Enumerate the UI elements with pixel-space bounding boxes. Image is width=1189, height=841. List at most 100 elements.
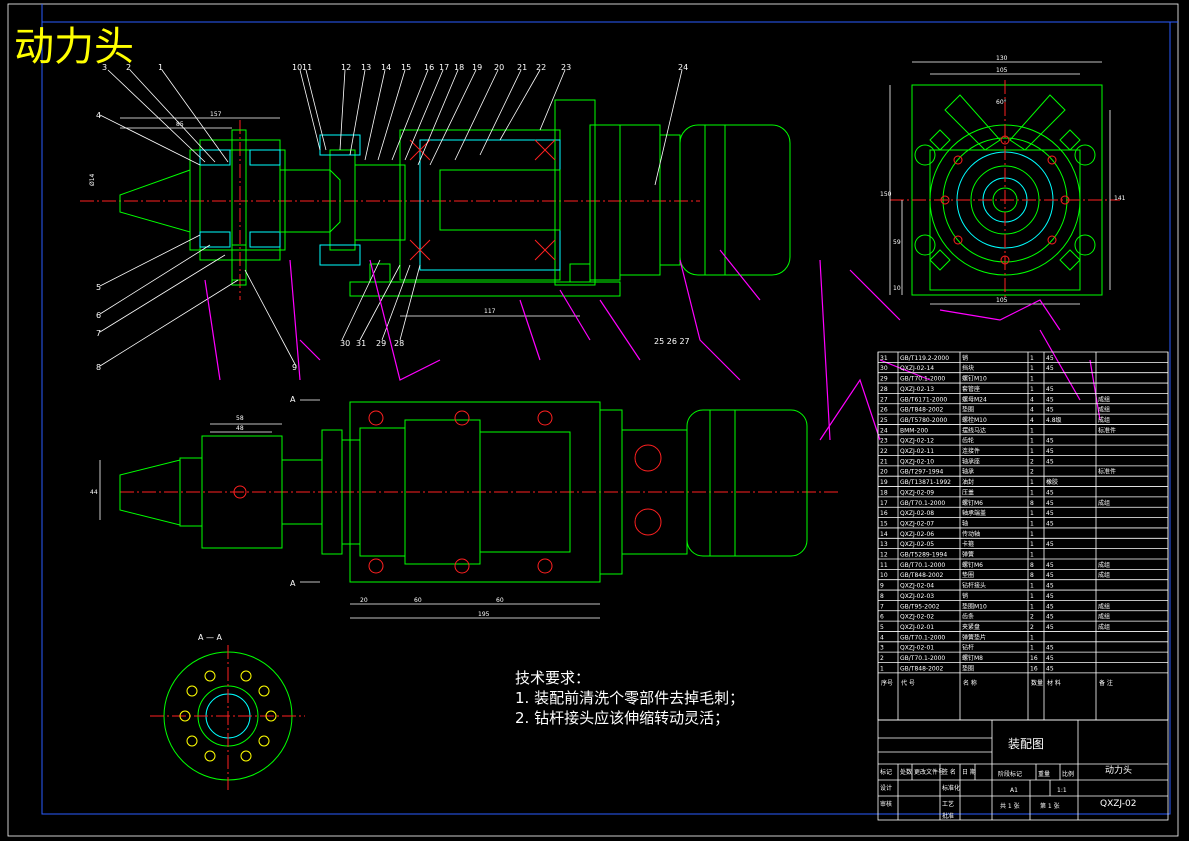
- bom-cell-name: 摆线马达: [962, 426, 986, 434]
- balloon-10: 10: [292, 63, 302, 72]
- balloon-19: 19: [472, 63, 482, 72]
- bom-cell-mat: 45: [1046, 510, 1054, 517]
- bom-cell-name: 螺母M24: [962, 395, 987, 403]
- bom-cell-no: 27: [880, 396, 888, 403]
- bom-cell-code: QXZJ-02-05: [900, 541, 934, 548]
- bom-cell-no: 7: [880, 603, 884, 610]
- balloon-25-26-27: 25 26 27: [654, 337, 690, 346]
- dim-48: 48: [236, 425, 244, 432]
- bom-cell-qty: 4: [1030, 407, 1034, 414]
- dim-150: 150: [880, 191, 892, 198]
- bom-cell-mat: 45: [1046, 355, 1054, 362]
- tech-heading: 技术要求：: [515, 669, 590, 687]
- balloon-28: 28: [394, 339, 404, 348]
- bom-cell-mat: 45: [1046, 593, 1054, 600]
- bom-cell-name: 销: [962, 354, 968, 362]
- bom-cell-mat: 45: [1046, 489, 1054, 496]
- drawing-code: QXZJ-02: [1100, 799, 1136, 809]
- bom-cell-code: QXZJ-02-02: [900, 614, 934, 621]
- sheet-number: 第 1 张: [1040, 802, 1060, 810]
- bom-cell-code: QXZJ-02-14: [900, 365, 934, 372]
- bom-cell-qty: 1: [1030, 510, 1034, 517]
- bom-cell-qty: 1: [1030, 365, 1034, 372]
- dim-105-bottom: 105: [996, 297, 1008, 304]
- page-title: 动力头: [14, 24, 134, 70]
- bom-cell-qty: 2: [1030, 614, 1034, 621]
- bom-cell-name: 夹紧盘: [962, 623, 980, 631]
- bom-cell-no: 29: [880, 376, 888, 383]
- bom-cell-note: 标准件: [1098, 468, 1116, 476]
- bom-cell-mat: 4.8级: [1046, 416, 1062, 424]
- tb-design: 设计: [880, 784, 892, 792]
- bom-cell-no: 12: [880, 552, 888, 559]
- section-mark-bottom: A: [290, 579, 296, 588]
- dim-phi: Ø14: [89, 173, 96, 186]
- tb-weight: 重量: [1038, 770, 1050, 778]
- bom-cell-name: 油封: [962, 478, 974, 486]
- balloon-12: 12: [341, 63, 351, 72]
- bom-header-mat: 材 料: [1047, 679, 1061, 687]
- bom-header-note: 备 注: [1099, 679, 1113, 687]
- section-aa-view: [150, 645, 305, 790]
- bom-cell-mat: 45: [1046, 614, 1054, 621]
- bom-cell-note: 成组: [1098, 499, 1110, 507]
- bom-cell-name: 钻杆: [962, 644, 974, 652]
- bom-cell-no: 6: [880, 614, 884, 621]
- part-name: 动力头: [1105, 764, 1132, 776]
- bom-cell-name: 垫圈: [962, 571, 974, 579]
- bom-cell-name: 垫圈M10: [962, 602, 987, 610]
- bom-cell-no: 18: [880, 489, 888, 496]
- bom-cell-mat: 橡胶: [1046, 478, 1058, 486]
- bom-cell-mat: 45: [1046, 520, 1054, 527]
- bom-cell-no: 8: [880, 593, 884, 600]
- bom-cell-code: QXZJ-02-01: [900, 624, 934, 631]
- balloon-4: 4: [96, 111, 101, 120]
- bom-cell-qty: 1: [1030, 603, 1034, 610]
- bom-cell-qty: 8: [1030, 572, 1034, 579]
- bom-cell-code: GB/T70.1-2000: [900, 562, 945, 569]
- bom-cell-note: 成组: [1098, 571, 1110, 579]
- scale-value: 1:1: [1057, 787, 1067, 794]
- balloon-7: 7: [96, 329, 101, 338]
- bom-cell-code: QXZJ-02-10: [900, 458, 934, 465]
- bom-cell-no: 10: [880, 572, 888, 579]
- dim-157: 157: [210, 111, 222, 118]
- bom-cell-name: 压盖: [962, 488, 974, 496]
- dim-195: 195: [478, 611, 490, 618]
- balloon-23: 23: [561, 63, 571, 72]
- balloon-8: 8: [96, 363, 101, 372]
- bom-cell-no: 9: [880, 583, 884, 590]
- bom-cell-name: 轴承座: [962, 457, 980, 465]
- bom-cell-code: GB/T848-2002: [900, 572, 944, 579]
- bom-cell-name: 轴承端盖: [962, 509, 986, 517]
- bom-cell-qty: 1: [1030, 583, 1034, 590]
- bom-cell-code: GB/T848-2002: [900, 407, 944, 414]
- dim-60-a: 60: [414, 597, 422, 604]
- tech-item-2: 2. 钻杆接头应该伸缩转动灵活；: [515, 709, 729, 727]
- bom-cell-qty: 1: [1030, 489, 1034, 496]
- bom-cell-name: 轴: [962, 519, 968, 527]
- balloon-6: 6: [96, 311, 101, 320]
- balloon-20: 20: [494, 63, 504, 72]
- bom-cell-name: 连接件: [962, 447, 980, 455]
- bom-cell-code: QXZJ-02-12: [900, 438, 934, 445]
- bom-cell-mat: 45: [1046, 396, 1054, 403]
- balloon-5: 5: [96, 283, 101, 292]
- bom-cell-mat: 45: [1046, 365, 1054, 372]
- tb-doc: 更改文件号: [914, 768, 944, 776]
- bom-cell-mat: 45: [1046, 458, 1054, 465]
- balloon-17: 17: [439, 63, 449, 72]
- bom-cell-code: GB/T70.1-2000: [900, 655, 945, 662]
- bom-cell-name: 螺钉M6: [962, 561, 983, 569]
- bom-cell-code: GB/T13871-1992: [900, 479, 951, 486]
- bom-header-name: 名 称: [963, 679, 977, 687]
- bom-cell-qty: 4: [1030, 417, 1034, 424]
- bom-header-qty: 数量: [1031, 679, 1043, 687]
- bom-cell-qty: 1: [1030, 438, 1034, 445]
- balloon-15: 15: [401, 63, 411, 72]
- bom-cell-mat: 45: [1046, 407, 1054, 414]
- bom-cell-mat: 45: [1046, 665, 1054, 672]
- bom-cell-note: 成组: [1098, 613, 1110, 621]
- total-sheets: 共 1 张: [1000, 802, 1020, 810]
- bom-cell-qty: 1: [1030, 593, 1034, 600]
